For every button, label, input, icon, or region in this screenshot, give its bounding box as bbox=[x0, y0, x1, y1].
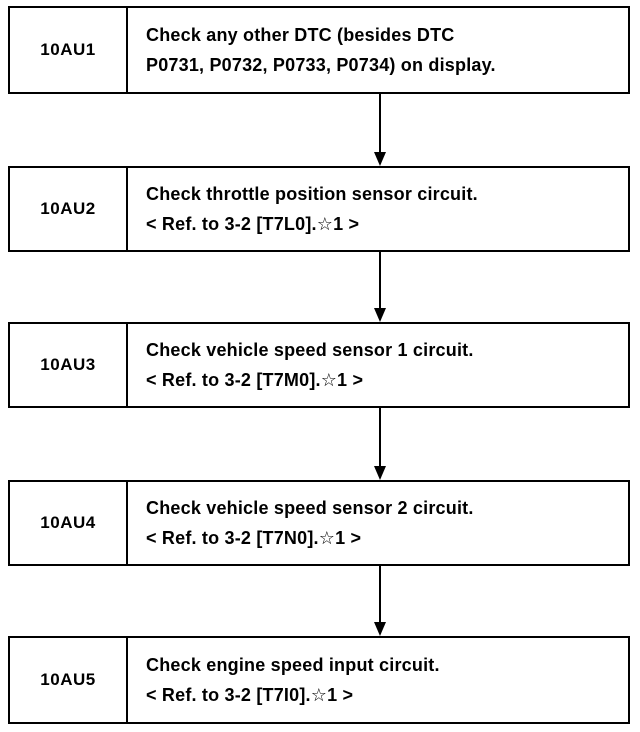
step-ref-line: < Ref. to 3-2 [T7M0].☆1 > bbox=[146, 370, 364, 390]
step-description: Check vehicle speed sensor 2 circuit. < … bbox=[146, 482, 620, 564]
step-text-line-1: Check vehicle speed sensor 1 circuit. bbox=[146, 340, 474, 360]
step-description: Check throttle position sensor circuit. … bbox=[146, 168, 620, 250]
step-text-line-2: P0731, P0732, P0733, P0734) on display. bbox=[146, 55, 496, 75]
flow-step-3: 10AU3 Check vehicle speed sensor 1 circu… bbox=[8, 322, 630, 408]
step-description: Check engine speed input circuit. < Ref.… bbox=[146, 638, 620, 722]
step-description: Check vehicle speed sensor 1 circuit. < … bbox=[146, 324, 620, 406]
step-code: 10AU2 bbox=[10, 168, 128, 250]
step-text-line-1: Check any other DTC (besides DTC bbox=[146, 25, 455, 45]
flow-step-1: 10AU1 Check any other DTC (besides DTC P… bbox=[8, 6, 630, 94]
step-text-line-1: Check engine speed input circuit. bbox=[146, 655, 440, 675]
flow-arrow-4 bbox=[374, 566, 386, 636]
step-description: Check any other DTC (besides DTC P0731, … bbox=[146, 8, 620, 92]
step-ref-line: < Ref. to 3-2 [T7L0].☆1 > bbox=[146, 214, 360, 234]
flow-step-4: 10AU4 Check vehicle speed sensor 2 circu… bbox=[8, 480, 630, 566]
flow-arrow-2 bbox=[374, 252, 386, 322]
step-text-line-1: Check vehicle speed sensor 2 circuit. bbox=[146, 498, 474, 518]
flow-arrow-1 bbox=[374, 94, 386, 166]
step-text-line-1: Check throttle position sensor circuit. bbox=[146, 184, 478, 204]
step-ref-line: < Ref. to 3-2 [T7I0].☆1 > bbox=[146, 685, 354, 705]
step-code: 10AU1 bbox=[10, 8, 128, 92]
flow-step-2: 10AU2 Check throttle position sensor cir… bbox=[8, 166, 630, 252]
flow-step-5: 10AU5 Check engine speed input circuit. … bbox=[8, 636, 630, 724]
step-code: 10AU3 bbox=[10, 324, 128, 406]
step-code: 10AU5 bbox=[10, 638, 128, 722]
step-code: 10AU4 bbox=[10, 482, 128, 564]
flow-arrow-3 bbox=[374, 408, 386, 480]
step-ref-line: < Ref. to 3-2 [T7N0].☆1 > bbox=[146, 528, 362, 548]
